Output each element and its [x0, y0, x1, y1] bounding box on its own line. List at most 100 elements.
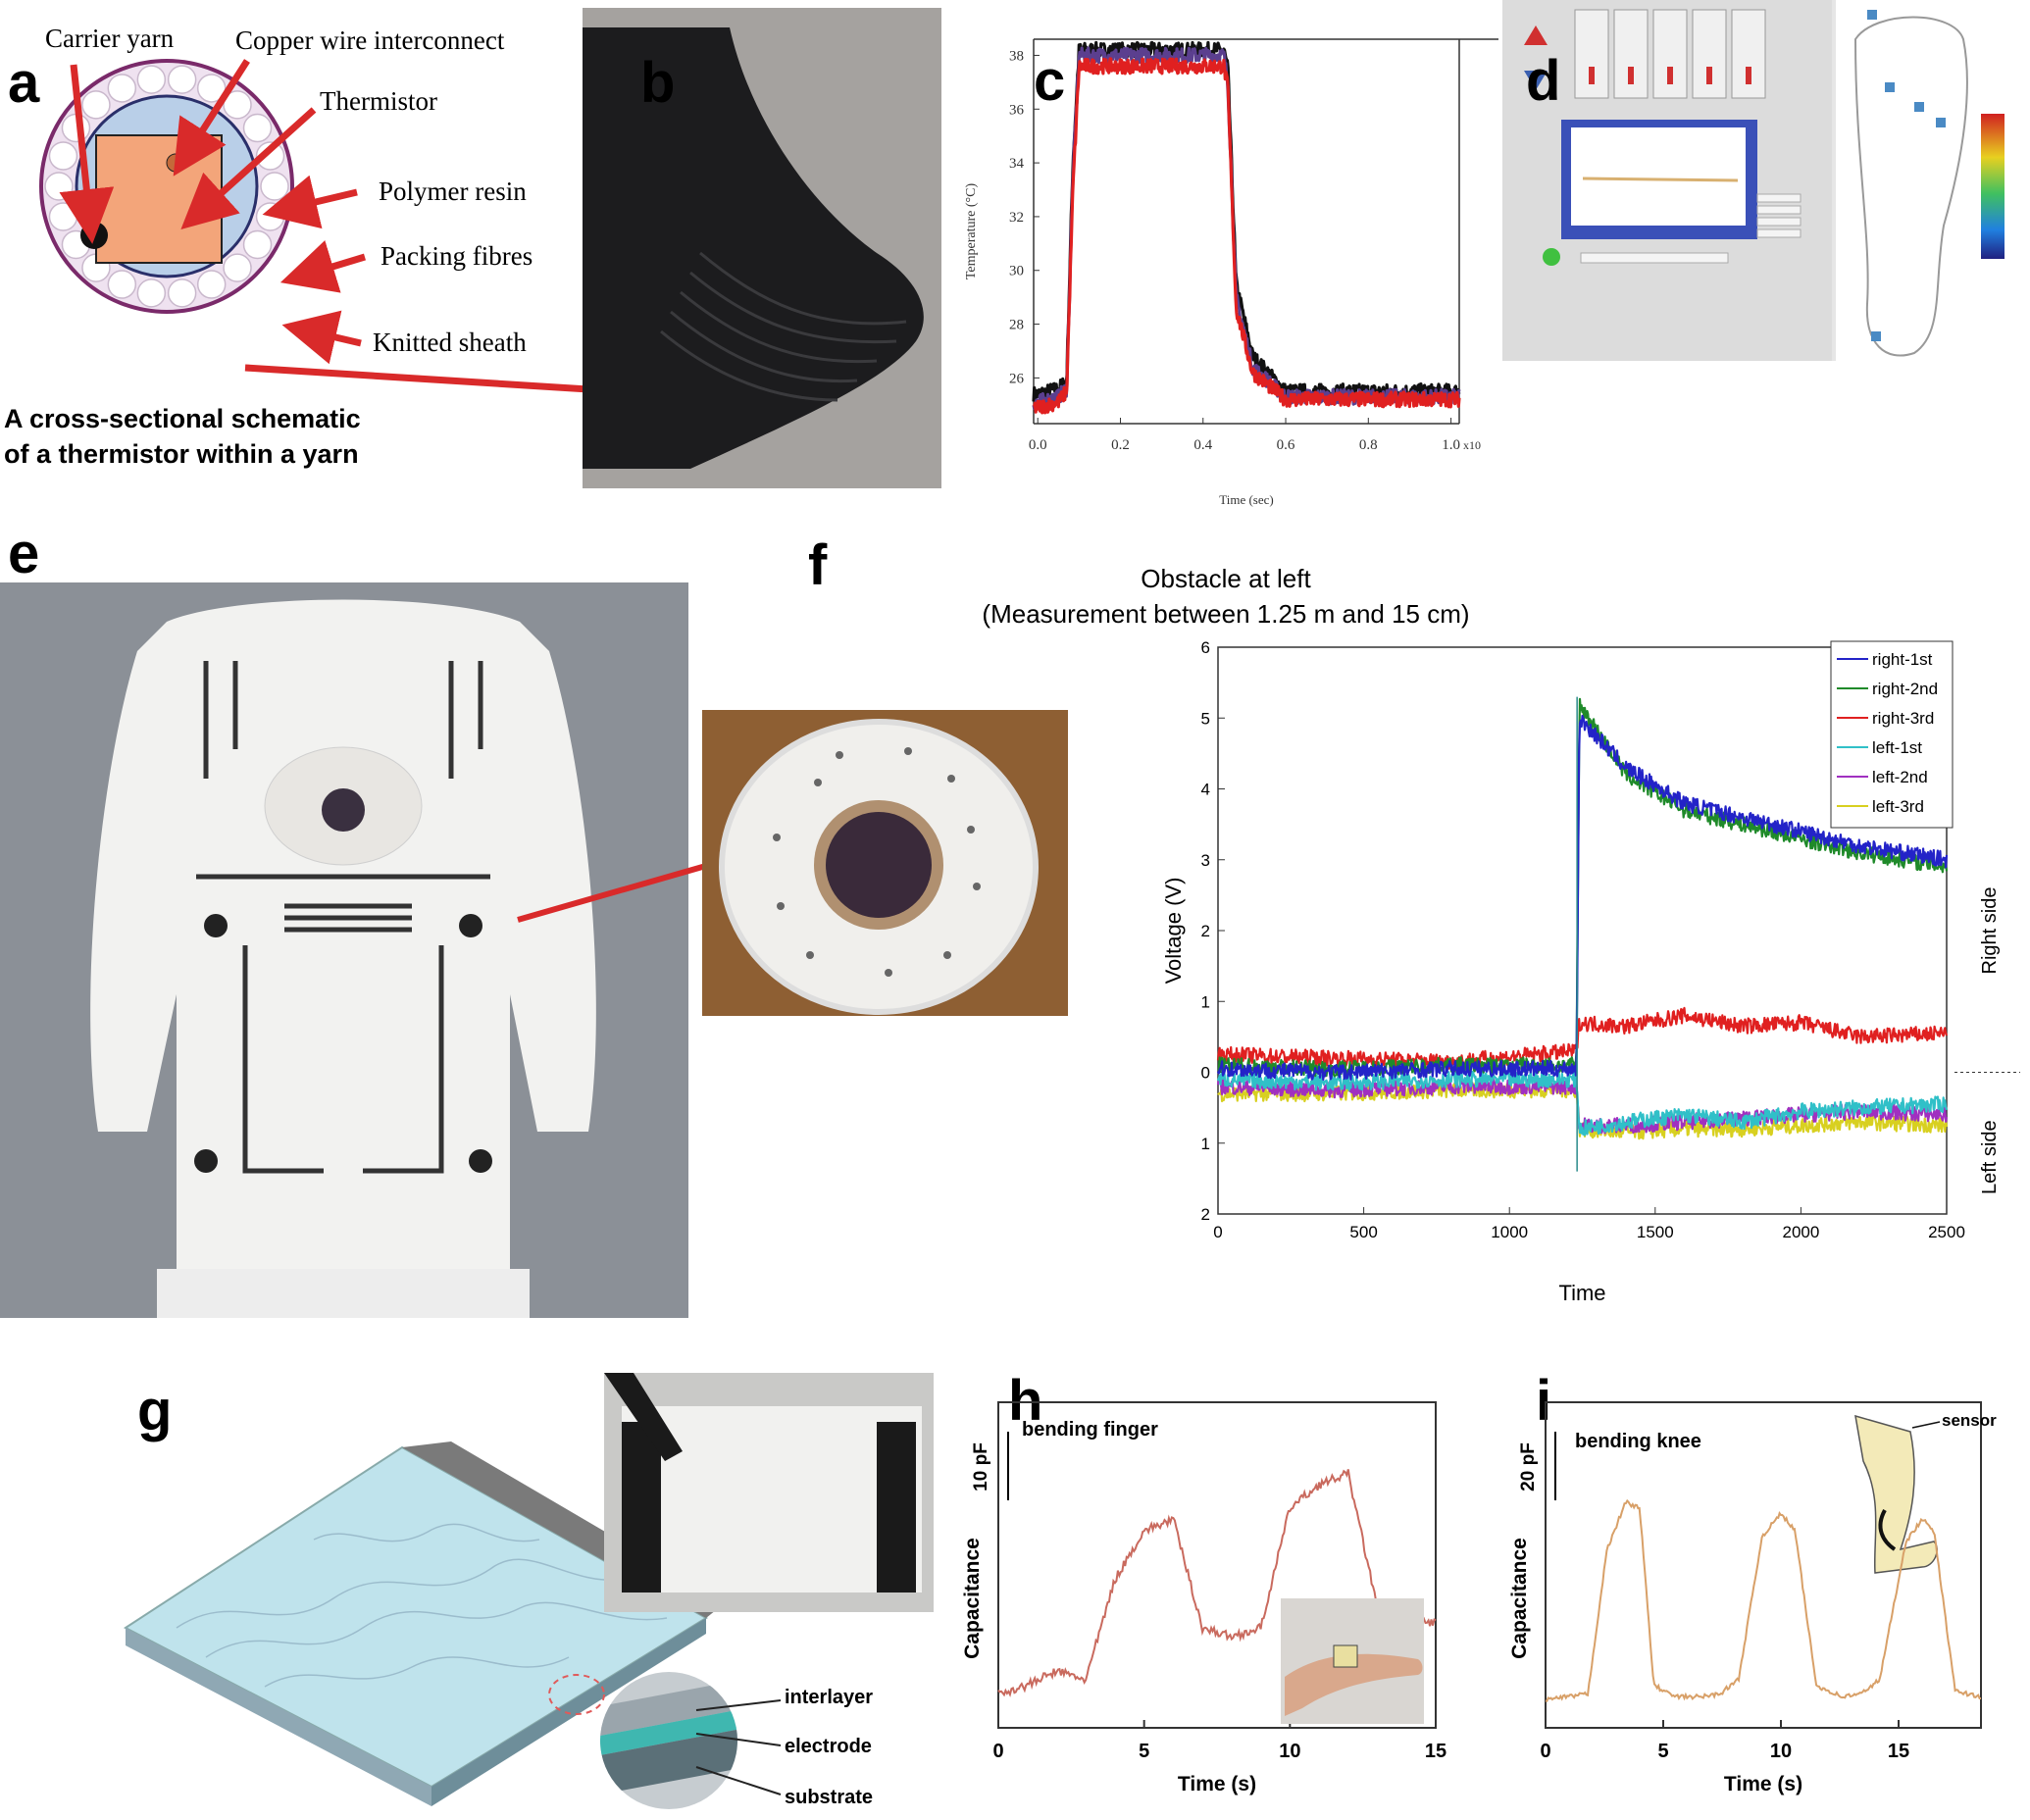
callout-knitted-sheath: Knitted sheath: [373, 328, 527, 357]
panel-f-label: f: [808, 533, 828, 597]
c-y-tick-label: 36: [1009, 102, 1025, 118]
chart-f-title-line2: (Measurement between 1.25 m and 15 cm): [982, 599, 1470, 629]
panel-c-label: c: [1034, 49, 1066, 113]
f-legend-label: right-2nd: [1872, 680, 1938, 698]
callout-polymer-resin: Polymer resin: [379, 177, 527, 206]
i-sensor-label: sensor: [1942, 1411, 1997, 1430]
f-y-tick-label: 2: [1201, 1205, 1210, 1224]
callout-copper-wire: Copper wire interconnect: [235, 25, 505, 55]
i-x-tick-label: 15: [1888, 1741, 1909, 1762]
panel-h-label: h: [1008, 1369, 1043, 1433]
f-x-tick-label: 500: [1349, 1223, 1377, 1241]
f-legend-box: [1830, 640, 1954, 829]
f-y-tick-label: 3: [1201, 851, 1210, 870]
packing-fibre: [196, 270, 227, 299]
i-y-axis-label: Capacitance: [1508, 1538, 1531, 1659]
finger-shape: [1285, 1653, 1423, 1716]
h-x-axis-label: Time (s): [1178, 1773, 1256, 1795]
c-x-scale: x10: [1463, 438, 1481, 452]
callout-thermistor: Thermistor: [320, 86, 437, 116]
packing-fibre: [167, 278, 197, 308]
packing-fibre: [167, 65, 197, 94]
callout-carrier-yarn: Carrier yarn: [45, 24, 175, 53]
panel-g-label: g: [137, 1379, 173, 1442]
i-x-tick-label: 5: [1657, 1741, 1668, 1762]
f-legend-label: left-1st: [1872, 738, 1922, 757]
c-x-tick-label: 1.0: [1442, 437, 1460, 453]
f-y-tick-label: 2: [1201, 922, 1210, 940]
c-y-tick-label: 32: [1009, 210, 1024, 226]
packing-fibre: [196, 74, 227, 103]
packing-fibre: [255, 141, 285, 171]
c-y-tick-label: 34: [1009, 156, 1025, 172]
f-legend-label: left-3rd: [1872, 797, 1924, 816]
f-x-tick-label: 1000: [1491, 1223, 1528, 1241]
packing-fibre: [48, 141, 78, 171]
c-x-tick-label: 0.2: [1111, 437, 1130, 453]
packing-fibre: [136, 278, 167, 308]
h-x-tick-label: 5: [1139, 1741, 1149, 1762]
packing-fibre: [81, 90, 111, 120]
i-x-tick-label: 10: [1770, 1741, 1792, 1762]
magnify-marker: [548, 1674, 605, 1715]
h-scale-label: 10 pF: [971, 1442, 991, 1491]
smart-shirt-photo: [0, 582, 688, 1318]
chart-f-title-line1: Obstacle at left: [1141, 564, 1311, 593]
f-left-side-label: Left side: [1979, 1120, 2001, 1194]
layer-label-electrode: electrode: [785, 1736, 872, 1757]
f-y-tick-label: 0: [1201, 1064, 1210, 1083]
c-x-tick-label: 0.4: [1193, 437, 1212, 453]
f-series-right-1st: [1216, 714, 1949, 1081]
c-x-tick-label: 0.0: [1029, 437, 1047, 453]
layer-inset-circle: [600, 1672, 737, 1809]
packing-fibre: [136, 65, 167, 94]
h-x-tick-label: 15: [1425, 1741, 1446, 1762]
h-annotation: bending finger: [1022, 1419, 1158, 1441]
panel-d-label: d: [1526, 49, 1561, 113]
c-y-axis-label: Temperature (°C): [964, 183, 979, 280]
panel-b-label: b: [640, 51, 676, 115]
f-x-tick-label: 0: [1213, 1223, 1222, 1241]
f-y-tick-label: 1: [1201, 992, 1210, 1011]
packing-fibre: [107, 270, 137, 299]
f-x-tick-label: 2500: [1928, 1223, 1965, 1241]
c-series-line: [1033, 57, 1461, 415]
f-series-right-3rd: [1216, 1006, 1949, 1071]
i-plot-frame: [1545, 1401, 1982, 1729]
h-x-tick-label: 10: [1279, 1741, 1300, 1762]
f-x-axis-label: Time: [1558, 1281, 1605, 1305]
panel-a-label: a: [8, 51, 40, 115]
packing-fibre: [107, 74, 137, 103]
panel-e-label: e: [8, 522, 40, 585]
f-x-tick-label: 2000: [1782, 1223, 1819, 1241]
f-right-side-label: Right side: [1979, 887, 2001, 975]
sensor-sample-photo: [604, 1373, 934, 1612]
i-scale-label: 20 pF: [1518, 1442, 1539, 1491]
finger-sensor: [1333, 1644, 1358, 1668]
monitoring-software-screenshot: [1502, 0, 2028, 361]
packing-fibre: [242, 113, 273, 143]
f-y-tick-label: 1: [1201, 1135, 1210, 1153]
controller-patch-photo: [702, 710, 1068, 1016]
h-plot-frame: [997, 1401, 1437, 1729]
sensor-leader-line: [1911, 1421, 1941, 1429]
callout-packing-fibres: Packing fibres: [381, 241, 533, 271]
f-x-tick-label: 1500: [1637, 1223, 1674, 1241]
f-y-tick-label: 4: [1201, 781, 1210, 799]
packing-fibre: [223, 90, 252, 120]
f-legend-label: right-3rd: [1872, 709, 1934, 728]
i-x-tick-label: 0: [1540, 1741, 1550, 1762]
knee-bend-arrow: [1878, 1509, 1897, 1551]
c-y-tick-label: 26: [1009, 371, 1025, 386]
f-series-right-2nd: [1217, 697, 1949, 1078]
c-y-tick-label: 38: [1009, 48, 1024, 64]
f-legend-label: right-1st: [1872, 650, 1933, 669]
h-x-tick-label: 0: [992, 1741, 1003, 1762]
layer-label-interlayer: interlayer: [785, 1687, 874, 1708]
packing-fibre: [242, 229, 273, 260]
c-x-tick-label: 0.8: [1359, 437, 1378, 453]
